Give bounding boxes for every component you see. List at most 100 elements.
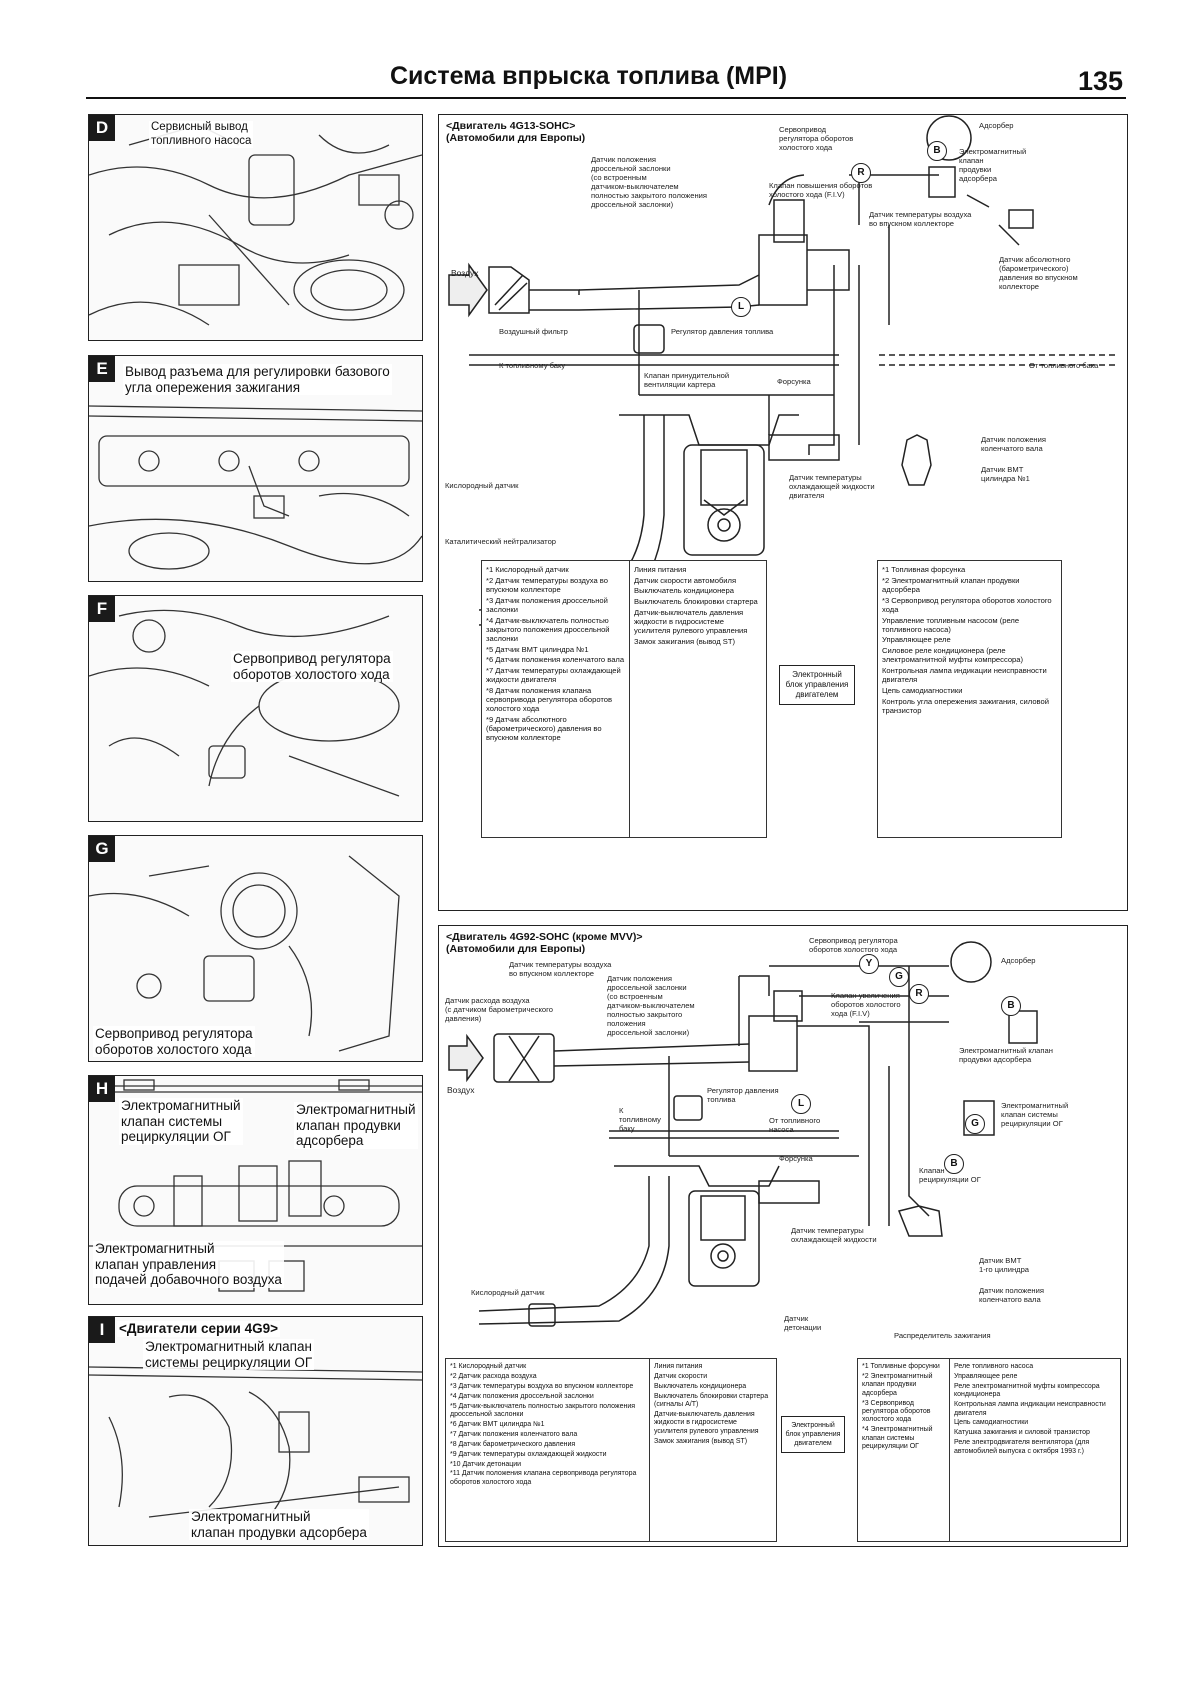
- legend-item: Линия питания: [654, 1363, 703, 1370]
- caption-fuel-pump-terminal: Сервисный вывод топливного насоса: [149, 121, 254, 148]
- hose-marker-g: G: [889, 967, 909, 987]
- label-pcv-valve: Клапан принудительной вентиляции картера: [644, 371, 730, 389]
- legend-item: *9 Датчик абсолютного (барометрического)…: [486, 715, 602, 743]
- label-intake-air-temp: Датчик температуры воздуха во впускном к…: [509, 960, 612, 978]
- diagram-title: <Двигатель 4G13-SOHC> (Автомобили для Ев…: [446, 120, 586, 144]
- label-crank-sensor: Датчик положения коленчатого вала: [979, 1286, 1044, 1304]
- panel-d: D Сервисный вывод топливного насоса: [88, 114, 423, 341]
- engine-photo-g: [89, 855, 400, 1052]
- label-adsorber: Адсорбер: [1001, 956, 1036, 965]
- legend-item: *4 Датчик положения дроссельной заслонки: [450, 1392, 594, 1400]
- label-isc-servo: Сервопривод регулятора оборотов холостог…: [809, 936, 898, 954]
- label-tdc-sensor: Датчик ВМТ цилиндра №1: [981, 465, 1030, 483]
- panel-letter: I: [89, 1317, 115, 1343]
- legend-item: Замок зажигания (вывод ST): [634, 636, 735, 646]
- panel-letter: G: [89, 836, 115, 862]
- label-air-filter: Воздушный фильтр: [499, 327, 568, 336]
- label-coolant-temp: Датчик температуры охлаждающей жидкости: [791, 1226, 877, 1244]
- label-air: Воздух: [447, 1085, 475, 1095]
- label-from-fuel-pump: От топливного насоса: [769, 1116, 821, 1134]
- label-fuel-pressure-regulator: Регулятор давления топлива: [671, 327, 774, 336]
- legend-item: Катушка зажигания и силовой транзистор: [954, 1429, 1090, 1437]
- caption-timing-connector: Вывод разъема для регулировки базового у…: [123, 364, 392, 395]
- caption-air-control-solenoid: Электромагнитный клапан управления подач…: [93, 1241, 284, 1288]
- legend-item: Датчик-выключатель давления жидкости в г…: [654, 1411, 759, 1435]
- legend-item: Управляющее реле: [954, 1372, 1018, 1380]
- diagram-4g92: <Двигатель 4G92-SOHC (кроме MVV)> (Автом…: [438, 925, 1128, 1547]
- panel-f: F Сервопривод регулятора оборотов холост…: [88, 595, 423, 822]
- legend-item: *9 Датчик температуры охлаждающей жидкос…: [450, 1450, 607, 1458]
- label-throttle-position-sensor: Датчик положения дроссельной заслонки (с…: [591, 155, 707, 209]
- legend-item: Линия питания: [634, 565, 687, 574]
- legend-item: *2 Электромагнитный клапан продувки адсо…: [862, 1372, 933, 1397]
- label-o2-sensor: Кислородный датчик: [471, 1288, 545, 1297]
- label-from-fuel-tank: От топливного бака: [1029, 361, 1099, 370]
- legend-item: Датчик-выключатель давления жидкости в г…: [634, 607, 748, 636]
- engine-photo-f: [89, 609, 400, 797]
- legend-item: Управление топливным насосом (реле топли…: [882, 615, 1020, 634]
- panel-letter: E: [89, 356, 115, 382]
- label-purge-valve: Электромагнитный клапан продувки адсорбе…: [959, 147, 1027, 183]
- label-egr-valve: Клапан рециркуляции ОГ: [919, 1166, 981, 1184]
- legend-item: *4 Датчик-выключатель полностью закрытог…: [486, 615, 610, 643]
- hose-marker-g: G: [965, 1114, 985, 1134]
- label-injector: Форсунка: [779, 1154, 813, 1163]
- label-crank-sensor: Датчик положения коленчатого вала: [981, 435, 1046, 453]
- legend-item: *2 Датчик расхода воздуха: [450, 1372, 537, 1380]
- legend-item: Силовое реле кондиционера (реле электром…: [882, 646, 1024, 665]
- label-air: Воздух: [451, 268, 479, 278]
- label-purge-valve: Электромагнитный клапан продувки адсорбе…: [959, 1046, 1053, 1064]
- legend-item: *2 Электромагнитный клапан продувки адсо…: [882, 575, 1020, 594]
- page-title: Система впрыска топлива (MPI): [390, 62, 788, 90]
- legend-item: Управляющее реле: [882, 635, 951, 645]
- legend-item: *3 Датчик положения дроссельной заслонки: [486, 595, 608, 614]
- legend-item: *6 Датчик положения коленчатого вала: [486, 655, 625, 665]
- legend-item: Выключатель блокировки стартера (сигналы…: [654, 1392, 769, 1409]
- legend-outputs-actuators: *1 Топливные форсунки *2 Электромагнитны…: [857, 1358, 953, 1542]
- legend-item: *5 Датчик-выключатель полностью закрытог…: [450, 1402, 636, 1419]
- legend-item: Выключатель блокировки стартера: [634, 597, 758, 607]
- caption-purge-solenoid: Электромагнитный клапан продувки адсорбе…: [189, 1509, 369, 1540]
- legend-item: *7 Датчик положения коленчатого вала: [450, 1430, 578, 1438]
- engine-photo-e: [89, 405, 422, 570]
- legend-item: *8 Датчик барометрического давления: [450, 1440, 576, 1448]
- hose-marker-r: R: [851, 163, 871, 183]
- legend-item: *1 Топливная форсунка: [882, 565, 966, 574]
- legend-item: Цепь самодиагностики: [954, 1419, 1029, 1427]
- legend-item: Замок зажигания (вывод ST): [654, 1437, 748, 1445]
- panel-i: I <Двигатели серии 4G9> Электромагнитный…: [88, 1316, 423, 1546]
- legend-inputs: Линия питания Датчик скорости автомобиля…: [629, 560, 767, 838]
- label-to-fuel-tank: К топливному баку: [619, 1106, 661, 1133]
- legend-item: *8 Датчик положения клапана сервопривода…: [486, 685, 613, 714]
- legend-item: Датчик скорости автомобиля: [634, 575, 737, 585]
- caption-isc-servo: Сервопривод регулятора оборотов холостог…: [231, 651, 393, 682]
- diagram-4g13: <Двигатель 4G13-SOHC> (Автомобили для Ев…: [438, 114, 1128, 911]
- legend-item: Реле топливного насоса: [954, 1363, 1034, 1370]
- label-o2-sensor: Кислородный датчик: [445, 481, 519, 490]
- caption-egr-solenoid: Электромагнитный клапан системы рециркул…: [143, 1339, 315, 1370]
- legend-item: *11 Датчик положения клапана сервопривод…: [450, 1470, 637, 1486]
- label-fast-idle-valve: Клапан повышения оборотов холостого хода…: [769, 181, 873, 199]
- hose-marker-l: L: [731, 297, 751, 317]
- legend-item: Реле электромагнитной муфты компрессора …: [954, 1382, 1100, 1399]
- title-rule: [86, 97, 1126, 99]
- hose-marker-y: Y: [859, 954, 879, 974]
- hose-marker-r: R: [909, 984, 929, 1004]
- label-intake-air-temp: Датчик температуры воздуха во впускном к…: [869, 210, 972, 228]
- label-maf-sensor: Датчик расхода воздуха (с датчиком баром…: [445, 996, 553, 1023]
- legend-outputs-relays: Реле топливного насоса Управляющее реле …: [949, 1358, 1121, 1542]
- hose-marker-b: B: [1001, 996, 1021, 1016]
- caption-egr-solenoid: Электромагнитный клапан системы рециркул…: [119, 1098, 243, 1145]
- panel-letter: F: [89, 596, 115, 622]
- legend-item: Выключатель кондиционера: [654, 1382, 747, 1390]
- label-adsorber: Адсорбер: [979, 121, 1014, 130]
- ecu-block: Электронный блок управления двигателем: [779, 665, 855, 705]
- legend-item: Датчик скорости: [654, 1372, 708, 1380]
- legend-item: *3 Сервопривод регулятора оборотов холос…: [882, 595, 1052, 614]
- legend-outputs: *1 Топливная форсунка *2 Электромагнитны…: [877, 560, 1062, 838]
- legend-item: *6 Датчик ВМТ цилиндра №1: [450, 1420, 545, 1428]
- label-tdc-sensor: Датчик ВМТ 1-го цилиндра: [979, 1256, 1030, 1274]
- ecu-block: Электронный блок управления двигателем: [781, 1416, 845, 1453]
- hose-marker-b: B: [927, 141, 947, 161]
- legend-item: *1 Топливные форсунки: [862, 1363, 940, 1370]
